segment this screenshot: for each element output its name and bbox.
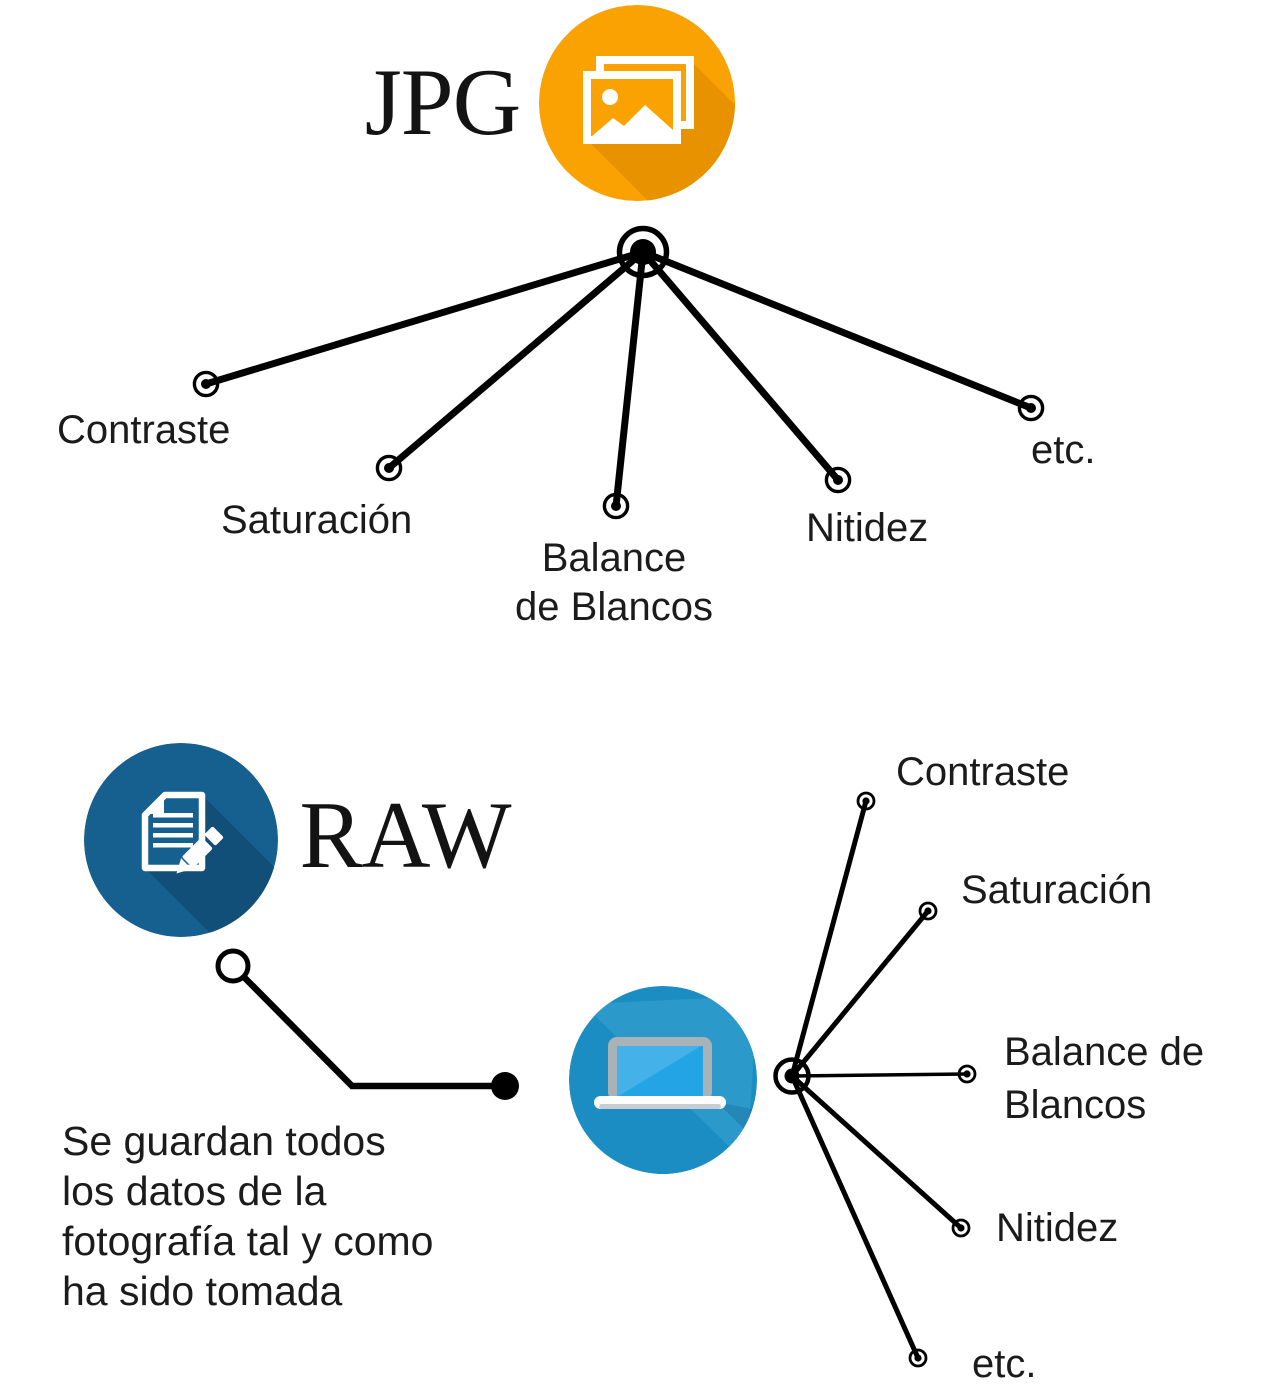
jpg-branch-label-etc: etc. <box>1031 428 1096 472</box>
laptop-icon <box>569 986 757 1174</box>
node-balance-jpg <box>602 492 630 520</box>
raw-title: RAW <box>299 782 511 888</box>
raw-description: Se guardan todos los datos de la fotogra… <box>62 1118 434 1314</box>
node-saturacion-jpg <box>375 454 403 482</box>
raw-line-nitidez <box>790 1074 963 1230</box>
jpg-branch-lines <box>204 248 1033 507</box>
photo-sun <box>602 89 618 105</box>
document-fold <box>146 796 164 814</box>
jpg-format-icon <box>539 5 735 201</box>
jpg-leaf-nodes <box>192 370 1045 520</box>
raw-branch-label-saturacion: Saturación <box>961 868 1153 912</box>
jpg-branch-label-contraste: Contraste <box>57 408 231 452</box>
raw-connector-ring <box>215 948 251 984</box>
jpg-hub-node <box>616 225 670 279</box>
raw-format-icon <box>84 743 278 937</box>
raw-leaf-nodes <box>856 791 977 1368</box>
jpg-line-nitidez <box>640 249 841 483</box>
laptop-base-underside <box>599 1104 721 1109</box>
node-contraste-jpg <box>192 370 220 398</box>
document-edit-icon <box>84 743 278 937</box>
raw-connector-dot <box>491 1072 519 1100</box>
node-nitidez-jpg <box>824 466 852 494</box>
node-contraste-raw <box>856 791 876 811</box>
node-etc-jpg <box>1017 394 1045 422</box>
raw-to-computer-connector <box>215 948 519 1100</box>
jpg-branch-label-nitidez: Nitidez <box>806 506 929 550</box>
raw-line-balance <box>791 1072 968 1078</box>
jpg-branch-label-saturacion: Saturación <box>221 498 413 542</box>
raw-branch-label-etc: etc. <box>972 1342 1037 1384</box>
node-nitidez-raw <box>951 1218 971 1238</box>
raw-branch-label-nitidez: Nitidez <box>996 1206 1119 1250</box>
computer-icon <box>569 986 757 1174</box>
photo-mountains <box>591 105 673 137</box>
raw-line-etc <box>789 1074 921 1360</box>
jpg-branch-label-balance: Balance de Blancos <box>515 536 713 629</box>
jpg-line-saturacion <box>386 249 646 471</box>
jpg-line-etc <box>641 248 1033 412</box>
jpg-title: JPG <box>364 49 521 155</box>
node-saturacion-raw <box>918 901 938 921</box>
node-etc-raw <box>908 1348 928 1368</box>
raw-branch-label-balance: Balance de Blancos <box>1004 1030 1205 1128</box>
document-text-lines <box>153 813 193 848</box>
raw-line-contraste <box>789 800 869 1077</box>
raw-branch-label-contraste: Contraste <box>896 750 1070 794</box>
photos-icon <box>539 5 735 201</box>
raw-branch-lines <box>789 800 968 1360</box>
node-balance-raw <box>957 1064 977 1084</box>
jpg-line-balance <box>612 251 647 507</box>
jpg-line-contraste <box>204 248 645 388</box>
laptop-screen-highlight <box>617 1046 701 1097</box>
raw-hub-node <box>773 1057 811 1095</box>
raw-line-saturacion <box>790 909 930 1078</box>
pencil <box>176 826 224 874</box>
